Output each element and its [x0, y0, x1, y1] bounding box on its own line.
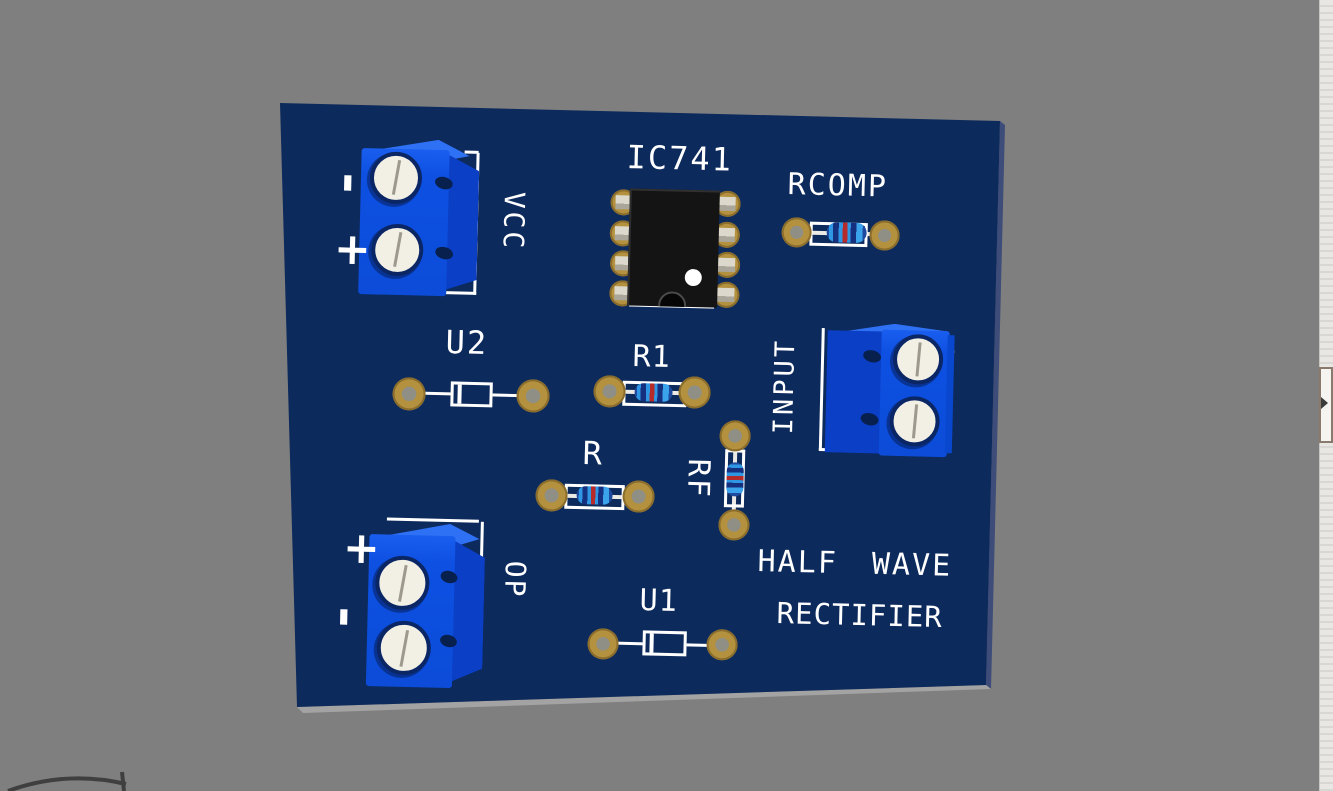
- pad: [593, 374, 626, 408]
- terminal-edge-face: [944, 335, 955, 454]
- screw-slot: [392, 232, 402, 268]
- resistor-body: [726, 462, 744, 497]
- pad: [781, 217, 812, 248]
- resistor-body: [634, 382, 673, 402]
- vcc-label: VCC: [496, 191, 531, 252]
- diode-cathode-bar: [457, 384, 462, 404]
- panel-splitter-handle[interactable]: [1319, 367, 1333, 443]
- pcb-right-edge: [986, 121, 1005, 689]
- diode-silkscreen-outline: [450, 381, 493, 408]
- board-title-line1: HALF WAVE: [757, 544, 953, 584]
- u1-diode: [587, 626, 740, 664]
- pad: [718, 509, 750, 541]
- resistor-body: [576, 485, 613, 505]
- pad: [587, 627, 619, 660]
- pad: [535, 478, 568, 512]
- ic-package-body: [627, 188, 720, 308]
- op-plus-sign: +: [342, 522, 381, 575]
- ic741-label: IC741: [626, 138, 734, 179]
- input-silkscreen-line: [818, 328, 825, 451]
- vcc-minus-sign: -: [321, 171, 380, 195]
- board-title-line2: RECTIFIER: [776, 596, 944, 635]
- pad: [706, 628, 738, 661]
- vcc-terminal: [356, 136, 484, 299]
- input-label: INPUT: [768, 337, 802, 435]
- pad: [869, 220, 900, 251]
- expand-right-arrow-icon: [1321, 397, 1328, 409]
- pad: [392, 376, 426, 411]
- r-resistor: [535, 478, 658, 515]
- screw-slot: [911, 404, 918, 439]
- op-label: OP: [498, 560, 532, 599]
- terminal-side-face: [450, 540, 485, 683]
- u1-label: U1: [639, 583, 679, 619]
- rf-resistor: [716, 420, 755, 541]
- terminal-side-face: [824, 330, 884, 454]
- pad: [678, 376, 711, 409]
- ic741-chip: [607, 186, 742, 317]
- r1-label: R1: [632, 339, 672, 375]
- rcomp-label: RCOMP: [787, 167, 889, 205]
- diode-cathode-bar: [649, 633, 654, 653]
- vcc-plus-sign: +: [333, 223, 372, 276]
- screw-slot: [914, 342, 922, 377]
- pad: [516, 379, 550, 413]
- op-silkscreen-line: [386, 517, 479, 523]
- r1-resistor: [593, 374, 714, 411]
- u2-label: U2: [445, 323, 489, 363]
- op-terminal: [364, 516, 490, 693]
- pad: [719, 420, 751, 452]
- diode-silkscreen-outline: [642, 630, 687, 657]
- rcomp-resistor: [781, 217, 910, 254]
- rf-label: RF: [680, 458, 716, 500]
- pcb-bottom-edge: [297, 685, 991, 713]
- pad: [622, 480, 655, 513]
- terminal-side-face: [444, 154, 479, 291]
- r-label: R: [582, 434, 603, 473]
- screw-slot: [391, 160, 401, 196]
- input-terminal: [817, 320, 958, 461]
- resistor-body: [826, 222, 867, 244]
- screw-slot: [398, 629, 409, 667]
- screw-slot: [397, 564, 408, 602]
- u2-diode: [392, 376, 551, 414]
- rotate-indicator-arc: [7, 771, 127, 791]
- op-minus-sign: -: [317, 605, 376, 629]
